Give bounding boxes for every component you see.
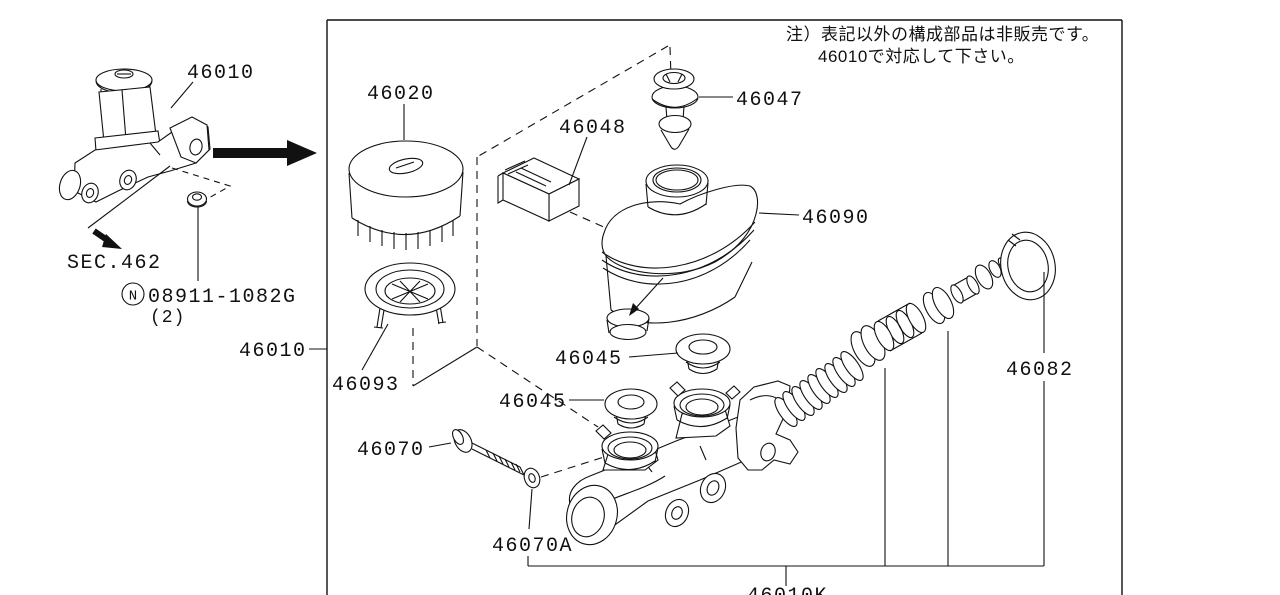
overview-assembly-drawing bbox=[58, 68, 211, 204]
leader-46070 bbox=[428, 442, 452, 448]
label-46047[interactable]: 46047 bbox=[736, 89, 804, 112]
label-46045-lower[interactable]: 46045 bbox=[499, 391, 567, 414]
note-line-2: 46010で対応して下さい。 bbox=[818, 47, 1025, 66]
cylinder-body-drawing bbox=[566, 380, 799, 546]
piston-kit-drawing bbox=[774, 231, 1056, 427]
detail-arrow-icon bbox=[213, 140, 317, 166]
kit-grouping-lines bbox=[527, 272, 1045, 586]
grommet-lower-drawing bbox=[604, 388, 658, 429]
leader-overview-46010 bbox=[170, 81, 194, 109]
leader-46093 bbox=[361, 323, 389, 371]
label-46010k[interactable]: 46010K bbox=[747, 585, 828, 595]
filter-valve-drawing bbox=[651, 68, 699, 150]
assembly-path-dashed-lines bbox=[412, 45, 672, 478]
strainer-drawing bbox=[364, 262, 456, 329]
leader-46048 bbox=[568, 136, 588, 186]
label-nut-part[interactable]: 08911-1082G bbox=[148, 286, 297, 309]
leader-46070a bbox=[528, 488, 533, 530]
reservoir-cap-drawing bbox=[348, 140, 464, 250]
leader-46090 bbox=[758, 212, 800, 216]
n-symbol: N bbox=[129, 289, 137, 305]
n-symbol-circle-icon bbox=[121, 282, 145, 306]
label-overview-46010[interactable]: 46010 bbox=[187, 62, 255, 85]
float-switch-drawing bbox=[497, 157, 581, 222]
label-46093[interactable]: 46093 bbox=[332, 374, 400, 397]
label-46048[interactable]: 46048 bbox=[559, 117, 627, 140]
washer-drawing bbox=[523, 467, 541, 489]
sec-462-reference bbox=[87, 165, 232, 249]
label-46045-upper[interactable]: 46045 bbox=[555, 348, 623, 371]
label-46070[interactable]: 46070 bbox=[357, 439, 425, 462]
label-46082[interactable]: 46082 bbox=[1006, 359, 1074, 382]
label-46020[interactable]: 46020 bbox=[367, 83, 435, 106]
note-line-1: 注）表記以外の構成部品は非販売です。 bbox=[786, 25, 1099, 44]
label-box-46010[interactable]: 46010 bbox=[239, 340, 307, 363]
sec-462-arrow-icon bbox=[102, 234, 122, 249]
label-nut-qty: (2) bbox=[150, 308, 185, 328]
reservoir-tank-drawing bbox=[601, 164, 759, 341]
detail-box-border bbox=[326, 19, 1123, 595]
leader-46045-upper bbox=[628, 352, 679, 358]
nut-drawing bbox=[186, 191, 208, 208]
grommet-upper-drawing bbox=[675, 333, 731, 375]
bolt-drawing bbox=[451, 429, 525, 476]
label-sec-462[interactable]: SEC.462 bbox=[67, 252, 162, 275]
label-46070a[interactable]: 46070A bbox=[492, 535, 573, 558]
label-46090[interactable]: 46090 bbox=[802, 207, 870, 230]
